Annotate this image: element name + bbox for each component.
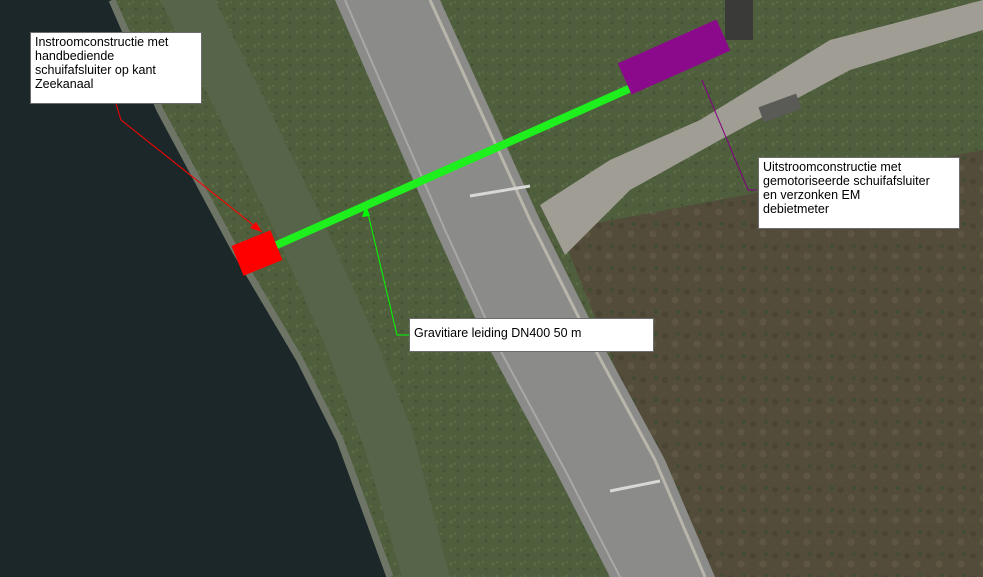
bank-path xyxy=(160,0,450,577)
outlet-structure xyxy=(617,19,731,95)
outlet-callout-line: en verzonken EM xyxy=(763,188,861,202)
structure xyxy=(758,93,802,123)
inlet-arrow-head xyxy=(250,222,262,232)
inlet-structure xyxy=(231,230,283,276)
inlet-callout-line: schuifafsluiter op kant xyxy=(35,63,156,77)
road-edge-right xyxy=(428,0,707,577)
street-lamp xyxy=(469,184,531,198)
pipe-arrow-head xyxy=(362,205,370,217)
inlet-leader-line xyxy=(115,103,263,233)
outlet-callout-line: debietmeter xyxy=(763,202,830,216)
inlet-callout: Instroomconstructie met handbediende sch… xyxy=(30,32,202,104)
access-road xyxy=(540,0,983,255)
inlet-callout-line: Zeekanaal xyxy=(35,77,94,91)
gravity-pipe xyxy=(268,80,642,252)
inlet-callout-line: handbediende xyxy=(35,49,115,63)
pipe-callout: Gravitiare leiding DN400 50 m xyxy=(409,318,654,352)
canal-water xyxy=(0,0,390,577)
pipe-leader-line xyxy=(365,204,409,336)
outlet-leader-line xyxy=(701,79,757,191)
road xyxy=(335,0,715,577)
structure xyxy=(725,0,753,40)
outlet-callout-line: gemotoriseerde schuifafsluiter xyxy=(763,174,930,188)
outlet-callout: Uitstroomconstructie met gemotoriseerde … xyxy=(758,157,960,229)
road-edge-left xyxy=(344,0,621,577)
outlet-callout-line: Uitstroomconstructie met xyxy=(763,160,902,174)
inlet-callout-line: Instroomconstructie met xyxy=(35,35,169,49)
street-lamp xyxy=(609,479,661,493)
pipe-callout-line: Gravitiare leiding DN400 50 m xyxy=(414,326,582,340)
